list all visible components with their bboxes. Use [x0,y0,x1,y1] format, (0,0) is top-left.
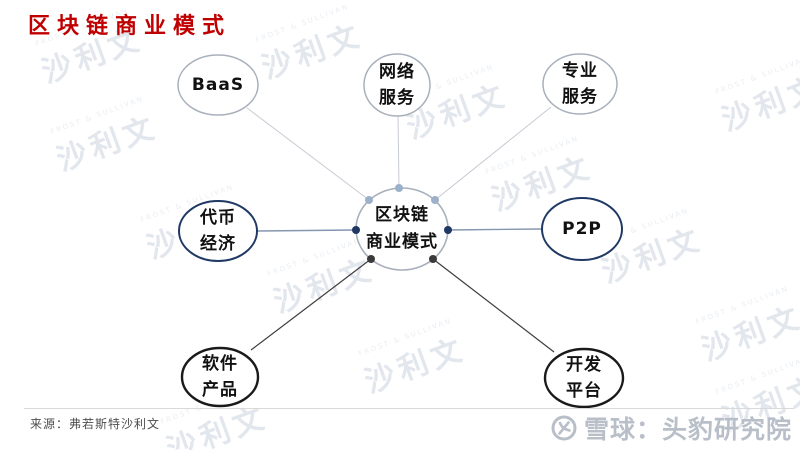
node-network-ellipse [363,53,431,117]
page-title: 区块链商业模式 [28,14,232,39]
node-dev-label: 开发 平台 [566,355,602,401]
connector-dot-network [395,184,403,192]
connector-dot-baas [365,196,373,204]
brand-watermark: 雪球：头豹研究院 [550,410,792,446]
node-dev-ellipse [543,347,625,409]
edge-center-token [256,229,357,232]
connector-dot-dev [429,255,437,263]
footer-divider [24,408,794,409]
node-p2p-label: P2P [562,219,602,239]
node-baas-label: BaaS [191,75,245,95]
node-software-ellipse [180,346,260,408]
source-note: 来源：弗若斯特沙利文 [30,417,161,431]
node-professional-ellipse [542,53,618,115]
edge-center-software [250,258,372,351]
node-center-label: 区块链 商业模式 [366,205,438,252]
node-p2p-ellipse [541,197,623,261]
node-professional-label: 专业 服务 [562,61,598,107]
xueqiu-logo-icon [551,415,577,441]
brand-text: 雪球：头豹研究院 [583,415,792,444]
node-baas-ellipse [177,54,259,116]
edge-center-network [397,114,400,189]
connector-dot-token [352,226,360,234]
node-token-label: 代币 经济 [200,208,236,254]
edge-center-dev [432,258,555,353]
node-token-ellipse [178,200,258,262]
edge-center-professional [434,106,552,201]
edge-center-p2p [447,228,543,231]
connector-dot-software [367,255,375,263]
edge-center-baas [246,107,370,201]
node-software-label: 软件 产品 [202,354,238,400]
connector-dot-professional [431,196,439,204]
node-network-label: 网络 服务 [379,62,415,108]
connector-dot-p2p [444,226,452,234]
